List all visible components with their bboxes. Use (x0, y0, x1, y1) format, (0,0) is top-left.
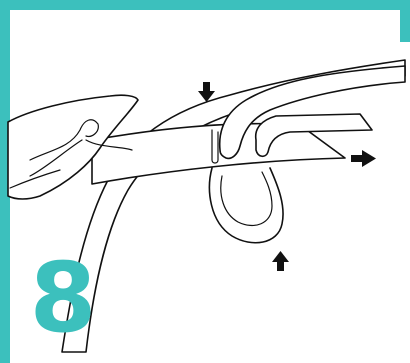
right-arrow-icon (351, 150, 376, 167)
down-arrow-icon (198, 82, 215, 102)
step-number: 8 (18, 248, 108, 348)
up-arrow-icon (272, 251, 289, 271)
